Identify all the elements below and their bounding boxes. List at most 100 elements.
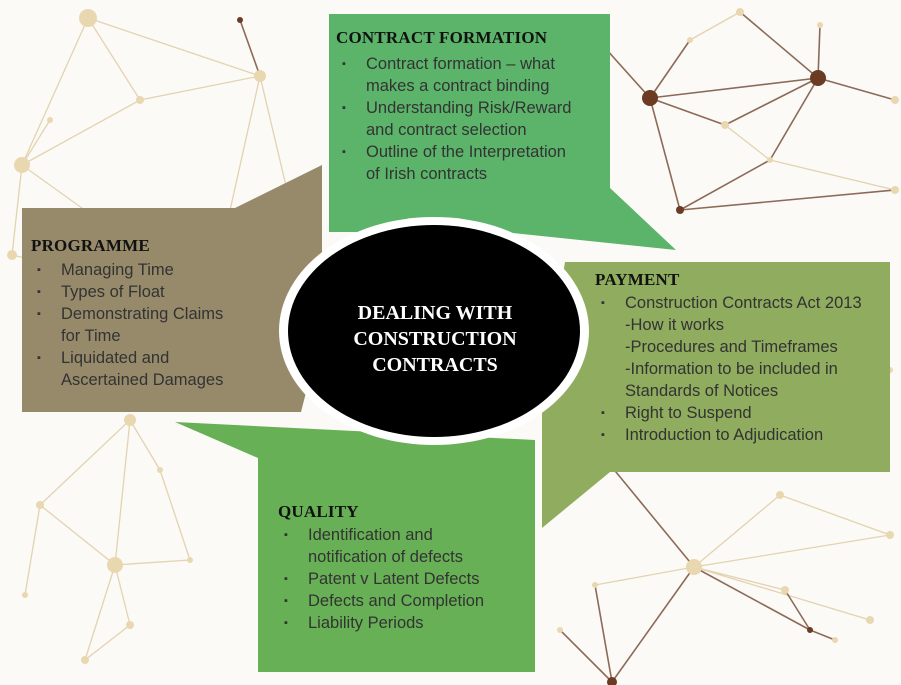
network-node <box>891 96 899 104</box>
network-edge <box>809 629 836 641</box>
network-edge <box>693 566 811 631</box>
payment-box: PAYMENT ▪Construction Contracts Act 2013… <box>595 270 895 446</box>
quality-title: QUALITY <box>278 502 359 521</box>
network-edge <box>817 24 821 79</box>
network-node <box>592 582 598 588</box>
programme-callout <box>22 165 322 412</box>
bullet-icon: ▪ <box>342 102 346 114</box>
network-edge <box>784 589 811 631</box>
network-node <box>187 557 193 563</box>
bullet-icon: ▪ <box>37 264 41 276</box>
network-edge <box>39 419 131 506</box>
network-edge <box>724 124 771 161</box>
network-node <box>767 157 773 163</box>
network-edge <box>21 17 89 166</box>
network-edge <box>739 11 819 79</box>
list-item-line: Contract formation – what <box>366 55 555 73</box>
network-node <box>81 656 89 664</box>
list-item-line: for Time <box>61 327 121 345</box>
network-edge <box>21 119 51 166</box>
network-edge <box>689 11 741 41</box>
network-node <box>22 592 28 598</box>
network-node <box>676 206 684 214</box>
network-node <box>810 70 826 86</box>
list-item-line: Types of Float <box>61 283 165 301</box>
network-node <box>817 22 823 28</box>
network-edge <box>817 77 896 101</box>
network-edge <box>84 624 131 661</box>
network-edge <box>87 17 141 101</box>
list-item: ▪ Defects and Completion <box>278 590 533 612</box>
bullet-icon: ▪ <box>284 529 288 541</box>
list-item-line: Ascertained Damages <box>61 371 224 389</box>
bullet-icon: ▪ <box>37 308 41 320</box>
center-ellipse <box>288 225 580 437</box>
network-node <box>686 559 702 575</box>
network-edge <box>594 566 695 586</box>
network-node <box>687 37 693 43</box>
bullet-icon: ▪ <box>37 286 41 298</box>
network-edge <box>139 75 261 101</box>
network-node <box>36 501 44 509</box>
contract-formation-callout <box>329 14 676 250</box>
network-edge <box>649 97 681 211</box>
network-edge <box>24 504 41 596</box>
list-item-line: Defects and Completion <box>308 592 485 610</box>
network-node <box>79 9 97 27</box>
bullet-icon: ▪ <box>601 429 605 441</box>
network-edge <box>779 494 891 536</box>
center-title-line: CONTRACTS <box>372 354 498 376</box>
network-edge <box>559 629 613 683</box>
network-node <box>254 70 266 82</box>
list-item: ▪Construction Contracts Act 2013-How it … <box>595 292 895 402</box>
network-node <box>47 117 53 123</box>
network-node <box>832 637 838 643</box>
network-edge <box>769 159 896 191</box>
list-item-line: Standards of Notices <box>625 382 779 400</box>
list-item-line: Liquidated and <box>61 349 170 367</box>
network-edge <box>239 19 261 77</box>
center-title: DEALING WITH CONSTRUCTION CONTRACTS <box>320 300 550 378</box>
network-edge <box>594 584 613 683</box>
network-edge <box>84 564 116 661</box>
network-node <box>781 586 789 594</box>
payment-list: ▪Construction Contracts Act 2013-How it … <box>595 292 895 446</box>
list-item-line: Outline of the Interpretation <box>366 143 566 161</box>
network-edge <box>679 189 896 211</box>
network-edge <box>114 419 131 566</box>
network-edge <box>769 77 819 161</box>
network-node <box>776 491 784 499</box>
network-node <box>866 616 874 624</box>
quality-callout <box>175 422 535 672</box>
network-node <box>721 121 729 129</box>
list-item-line: Identification and <box>308 526 433 544</box>
network-node <box>886 531 894 539</box>
bullet-icon: ▪ <box>284 617 288 629</box>
list-item-line: Managing Time <box>61 261 174 279</box>
network-node <box>237 17 243 23</box>
network-node <box>607 677 617 685</box>
bullet-icon: ▪ <box>284 595 288 607</box>
list-item-line: Right to Suspend <box>625 404 752 422</box>
list-item-line: and contract selection <box>366 121 527 139</box>
network-edge <box>679 159 771 211</box>
list-item: ▪Right to Suspend <box>595 402 895 424</box>
network-node <box>642 90 658 106</box>
list-item-line: -Information to be included in <box>625 360 838 378</box>
network-edge <box>611 566 695 683</box>
list-item-line: of Irish contracts <box>366 165 488 183</box>
contract-formation-box: CONTRACT FORMATION ▪Contract formation –… <box>336 28 608 185</box>
network-edge <box>39 504 116 566</box>
network-edge <box>649 77 819 99</box>
payment-title: PAYMENT <box>595 270 680 289</box>
list-item-line: -How it works <box>625 316 725 334</box>
network-edge <box>11 164 23 256</box>
network-edge <box>114 564 131 626</box>
